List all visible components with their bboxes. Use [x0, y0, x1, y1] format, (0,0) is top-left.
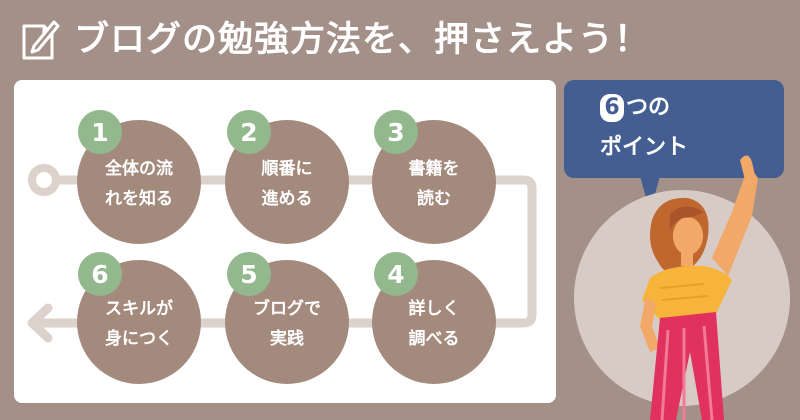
- step-2-badge: 2: [227, 110, 271, 154]
- step-label: スキルが 身につく: [105, 299, 173, 349]
- step-label: 全体の流 れを知る: [105, 159, 173, 209]
- step-1-circle: 全体の流 れを知る: [77, 120, 201, 244]
- steps-panel: 全体の流 れを知る 1 順番に 進める 2 書籍を 読む 3 詳しく 調べる 4…: [14, 80, 556, 403]
- ring-icon: [28, 164, 60, 196]
- step-4-badge: 4: [374, 252, 418, 296]
- step-label: 書籍を 読む: [408, 159, 460, 209]
- step-1-badge: 1: [78, 110, 122, 154]
- bubble-line2: ポイント: [600, 135, 689, 160]
- flow-track: [27, 164, 537, 343]
- step-label: 詳しく 調べる: [408, 299, 460, 349]
- bubble-line1: つの: [626, 95, 671, 120]
- document-pencil-icon: [22, 20, 60, 60]
- step-6-badge: 6: [78, 252, 122, 296]
- step-label: 順番に 進める: [261, 159, 313, 209]
- step-label: ブログで 実践: [253, 299, 321, 349]
- bubble-number: 6: [600, 94, 624, 122]
- step-5-badge: 5: [227, 252, 271, 296]
- page-title: ブログの勉強方法を、押さえよう！: [74, 20, 651, 60]
- step-3-badge: 3: [374, 110, 418, 154]
- arrow-left-icon: [27, 303, 53, 343]
